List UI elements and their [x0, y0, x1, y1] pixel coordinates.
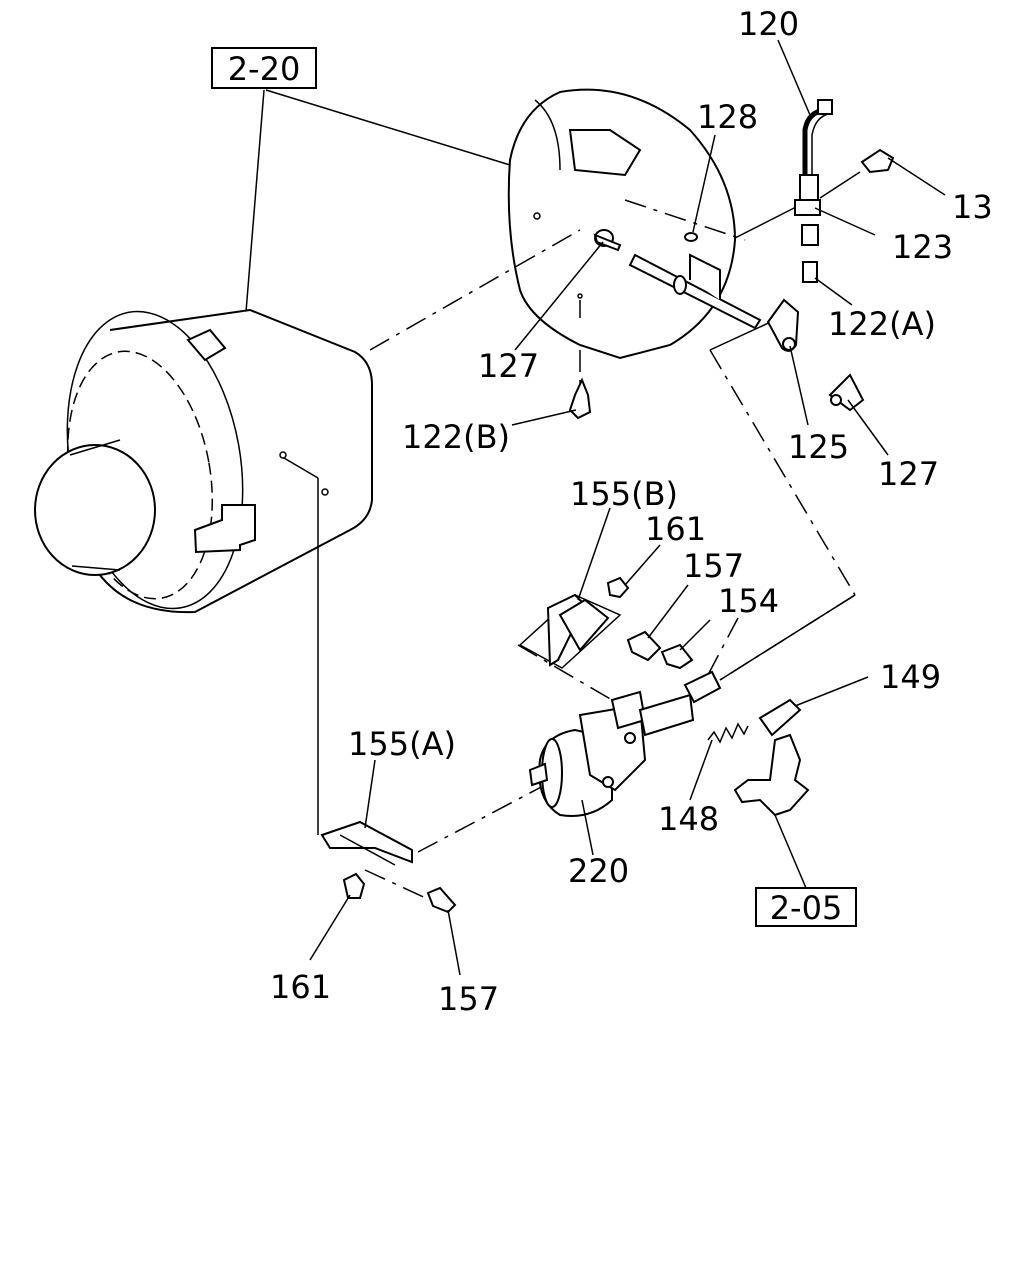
- center-line: [709, 319, 776, 351]
- callout-120[interactable]: 120: [738, 5, 799, 43]
- center-line: [283, 457, 319, 479]
- bolt-157-bottom[interactable]: [426, 886, 457, 914]
- ref-box-2-20[interactable]: 2-20: [211, 47, 317, 89]
- leader-line: [774, 814, 807, 889]
- center-line: [364, 869, 431, 901]
- hose-123[interactable]: [801, 224, 819, 246]
- pushrod: [719, 594, 856, 681]
- callout-127-top[interactable]: 127: [478, 347, 539, 385]
- callout-127-right[interactable]: 127: [878, 455, 939, 493]
- callout-157-top[interactable]: 157: [683, 547, 744, 585]
- callout-128[interactable]: 128: [697, 98, 758, 136]
- bracket-2-05: [733, 733, 810, 817]
- callout-122a[interactable]: 122(A): [828, 305, 936, 343]
- ref-box-2-05-label: 2-05: [770, 889, 843, 927]
- callout-149[interactable]: 149: [880, 658, 941, 696]
- nut-161-bottom[interactable]: [342, 872, 366, 899]
- callout-leaders: [309, 39, 946, 976]
- callout-161-bottom[interactable]: 161: [270, 968, 331, 1006]
- center-line: [699, 617, 739, 691]
- pipe-120[interactable]: [794, 99, 833, 216]
- callout-161-top[interactable]: 161: [645, 510, 706, 548]
- callout-148[interactable]: 148: [658, 800, 719, 838]
- center-line: [417, 784, 546, 853]
- leader-line: [245, 89, 265, 313]
- spring-148[interactable]: [707, 722, 749, 744]
- transmission-housing: [34, 308, 373, 614]
- callout-154[interactable]: 154: [718, 582, 779, 620]
- bracket-155b[interactable]: [518, 593, 622, 669]
- ref-box-2-20-label: 2-20: [228, 50, 301, 88]
- callout-125[interactable]: 125: [788, 428, 849, 466]
- clutch-booster-220[interactable]: [528, 670, 722, 817]
- plate-149[interactable]: [758, 698, 802, 737]
- callout-13[interactable]: 13: [952, 188, 993, 226]
- callout-157-bottom[interactable]: 157: [438, 980, 499, 1018]
- leader-line: [265, 89, 511, 166]
- clutch-lever-125[interactable]: [766, 298, 800, 352]
- callout-155b[interactable]: 155(B): [570, 475, 678, 513]
- center-line: [819, 171, 861, 199]
- bolt-157-top[interactable]: [626, 630, 662, 662]
- center-line: [517, 644, 613, 701]
- nut-161-top[interactable]: [606, 576, 630, 599]
- center-line: [624, 199, 746, 241]
- callout-123[interactable]: 123: [892, 228, 953, 266]
- center-line: [734, 204, 801, 239]
- bolt-13[interactable]: [860, 148, 895, 174]
- center-line: [369, 229, 581, 351]
- cross-shaft: [593, 229, 762, 330]
- fitting-122a[interactable]: [802, 261, 818, 283]
- pin-154[interactable]: [660, 643, 694, 670]
- bracket-155a[interactable]: [320, 820, 413, 866]
- key-128[interactable]: [684, 232, 698, 242]
- callout-122b[interactable]: 122(B): [402, 418, 510, 456]
- callout-labels: 120 128 13 123 122(A) 127 122(B) 125 127…: [270, 5, 993, 1018]
- ref-box-2-05[interactable]: 2-05: [755, 887, 857, 927]
- fitting-127-right[interactable]: [828, 373, 865, 412]
- center-line: [709, 349, 856, 596]
- callout-220[interactable]: 220: [568, 852, 629, 890]
- fitting-122b[interactable]: [568, 377, 592, 420]
- callout-155a[interactable]: 155(A): [348, 725, 456, 763]
